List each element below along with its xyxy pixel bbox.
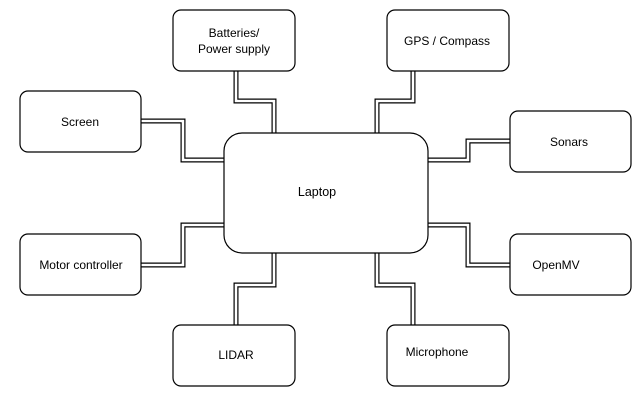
node-screen-label: Screen [61, 115, 99, 129]
connectors [141, 71, 510, 325]
node-openmv-label: OpenMV [532, 258, 579, 272]
node-lidar: LIDAR [172, 324, 296, 387]
connector-gps [374, 71, 416, 134]
node-motor-controller: Motor controller [19, 233, 142, 296]
connector-lidar [233, 252, 277, 325]
node-batteries: Batteries/ Power supply [172, 9, 296, 72]
node-batteries-label-line1: Batteries/ [209, 26, 260, 40]
node-lidar-label: LIDAR [218, 348, 254, 362]
node-motor-controller-label: Motor controller [39, 258, 122, 272]
connector-microphone [374, 252, 416, 325]
node-microphone-label: Microphone [406, 345, 469, 359]
node-sonars-label: Sonars [550, 135, 588, 149]
node-sonars: Sonars [509, 110, 632, 173]
node-screen: Screen [19, 90, 142, 153]
node-gps: GPS / Compass [386, 9, 510, 72]
node-laptop: Laptop [223, 132, 429, 254]
node-openmv: OpenMV [509, 233, 632, 296]
node-batteries-label-line2: Power supply [198, 42, 270, 56]
node-microphone: Microphone [386, 324, 510, 387]
node-laptop-label: Laptop [298, 185, 336, 199]
node-gps-label: GPS / Compass [404, 34, 490, 48]
connector-batteries [233, 71, 277, 134]
